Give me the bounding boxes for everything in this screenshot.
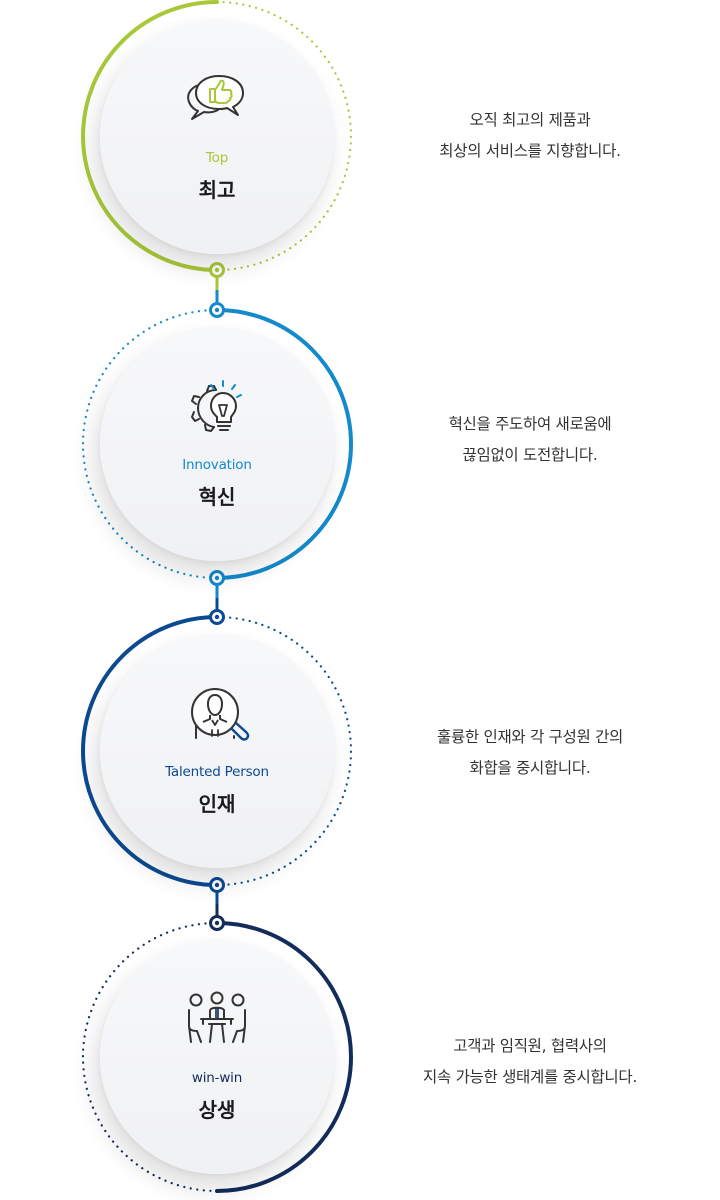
ring-talent: [81, 615, 353, 887]
description-line: 훌륭한 인재와 각 구성원 간의: [436, 728, 624, 746]
value-title-ko: 최고: [198, 178, 236, 202]
description-line: 화합을 중시합니다.: [469, 759, 591, 777]
ring-innovation: [81, 308, 353, 580]
connector-2: [209, 570, 225, 625]
value-description-innovation: 혁신을 주도하여 새로움에 끊임없이 도전합니다.: [380, 409, 680, 471]
ring-winwin: [81, 921, 353, 1193]
value-title-en: Innovation: [182, 457, 252, 473]
value-title-ko: 인재: [198, 792, 236, 816]
person-magnifier-icon: [191, 688, 250, 741]
description-line: 오직 최고의 제품과: [469, 111, 591, 129]
connector-1: [209, 262, 225, 318]
value-description-winwin: 고객과 임직원, 협력사의 지속 가능한 생태계를 중시합니다.: [380, 1031, 680, 1093]
value-card-innovation: Innovation 혁신: [100, 327, 334, 561]
meeting-people-icon: [188, 991, 246, 1043]
ring-top: [81, 0, 353, 272]
connector-3: [209, 877, 225, 931]
value-title-en: Top: [205, 150, 229, 166]
thumbs-up-speech-icon: [187, 75, 244, 120]
value-card-top: Top 최고: [100, 20, 334, 254]
value-title-en: Talented Person: [165, 764, 269, 780]
value-card-talent: Talented Person 인재: [100, 634, 334, 868]
value-title-ko: 혁신: [198, 485, 236, 509]
description-line: 혁신을 주도하여 새로움에: [448, 415, 612, 433]
description-line: 끊임없이 도전합니다.: [462, 446, 598, 464]
value-title-en: win-win: [191, 1070, 243, 1086]
value-description-talent: 훌륭한 인재와 각 구성원 간의 화합을 중시합니다.: [380, 722, 680, 784]
gear-lightbulb-icon: [191, 380, 242, 432]
value-description-top: 오직 최고의 제품과 최상의 서비스를 지향합니다.: [380, 105, 680, 167]
description-line: 최상의 서비스를 지향합니다.: [439, 142, 621, 160]
value-title-ko: 상생: [198, 1098, 236, 1122]
description-line: 고객과 임직원, 협력사의: [453, 1037, 607, 1055]
value-card-winwin: win-win 상생: [100, 940, 334, 1174]
description-line: 지속 가능한 생태계를 중시합니다.: [423, 1068, 637, 1086]
